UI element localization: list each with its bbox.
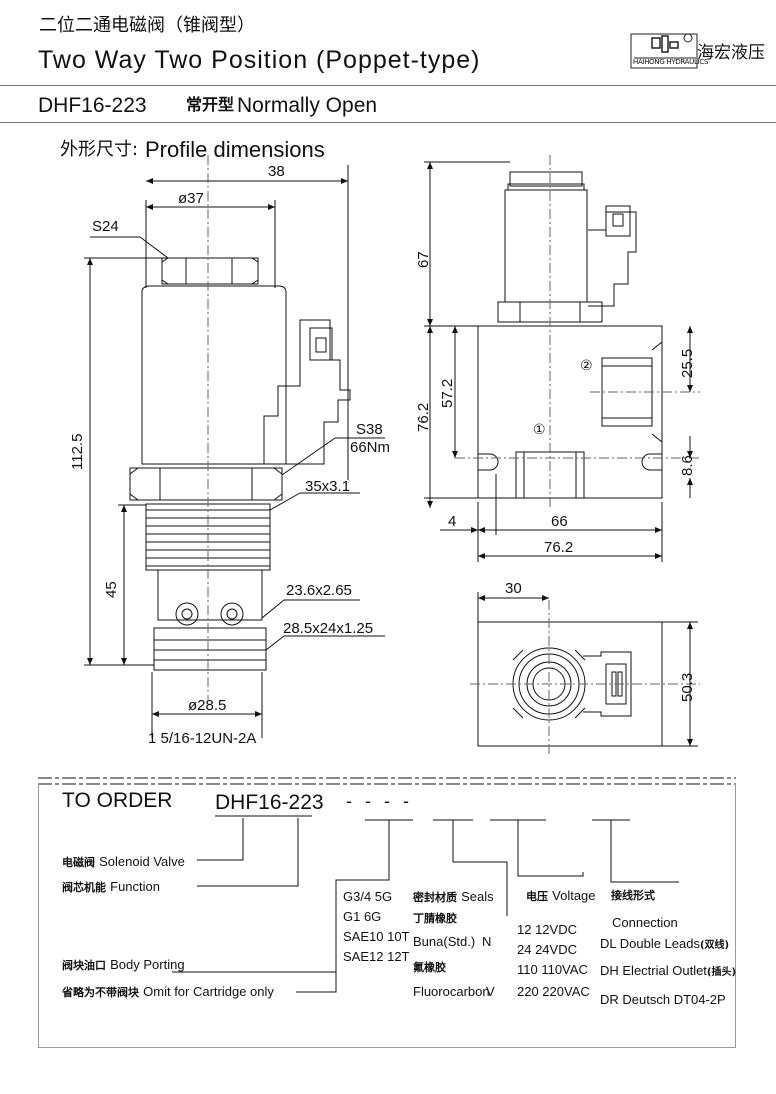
order-frame (38, 783, 736, 1048)
thread-spec: 1 5/16-12UN-2A (148, 730, 257, 747)
port-2-label: ② (580, 358, 593, 374)
dim-35x3-1: 35x3.1 (305, 478, 351, 495)
port-1-label: ① (533, 422, 546, 438)
connection-cn: 接线形式 (611, 889, 655, 902)
voltage-cn: 电压 (526, 890, 548, 903)
dim-76-2-vertical: 76.2 (415, 402, 432, 432)
dim-30: 30 (505, 580, 522, 597)
conn-dh-cn: (插头) (706, 967, 737, 978)
conn-dl-en: DL Double Leads (600, 936, 700, 951)
model-number: DHF16-223 (38, 94, 147, 117)
voltage-heading: 电压 Voltage (526, 889, 596, 903)
dim-38: 38 (268, 163, 285, 180)
port-option-1: G3/4 5G (343, 889, 393, 904)
dim-67: 67 (415, 251, 432, 268)
dim-50-3: 50.3 (679, 672, 696, 702)
title-cn: 二位二通电磁阀（锥阀型） (39, 15, 255, 36)
buna-code: N (482, 934, 492, 949)
voltage-option-4: 220 220VAC (517, 984, 590, 999)
order-segment-separators: - - - - (346, 791, 413, 811)
logo-text-en: HAIHONG HYDRAULICS (633, 58, 709, 66)
omit-en: Omit for Cartridge only (143, 984, 274, 999)
buna-en: Buna(Std.) (413, 934, 476, 949)
profile-label-en: Profile dimensions (145, 137, 325, 162)
port-option-2: G1 6G (343, 909, 382, 924)
dim-76-2-horizontal: 76.2 (544, 539, 574, 556)
dim-66nm: 66Nm (350, 439, 391, 456)
conn-dl: DL Double Leads(双线) (600, 937, 729, 951)
dim-57-2: 57.2 (439, 378, 456, 408)
dim-dia-28-5: ø28.5 (188, 697, 227, 714)
buna-cn: 丁腈橡胶 (413, 912, 457, 925)
function-cn: 阀芯机能 (62, 881, 106, 894)
company-logo: HAIHONG HYDRAULICS (630, 30, 708, 70)
dim-45: 45 (103, 581, 120, 598)
order-model: DHF16-223 (215, 791, 324, 814)
port-option-4: SAE12 12T (343, 949, 410, 964)
header-divider-bottom (0, 122, 776, 123)
body-porting-label: 阀块油口 Body Porting (62, 958, 185, 972)
conn-dl-cn: (双线) (699, 940, 730, 951)
function-label: 阀芯机能 Function (62, 880, 160, 894)
dim-s38: S38 (356, 421, 383, 438)
dim-dia-37: ø37 (178, 190, 204, 207)
dim-23-6x2-65: 23.6x2.65 (286, 582, 352, 599)
fluoro-code: V (486, 984, 495, 999)
dim-4: 4 (448, 513, 457, 530)
dim-112-5: 112.5 (69, 433, 86, 470)
profile-label-cn: 外形尺寸: (60, 139, 139, 160)
logo-text-cn: 海宏液压 (697, 43, 765, 63)
header-divider-top (0, 85, 776, 86)
voltage-en: Voltage (552, 888, 596, 903)
omit-cn: 省略为不带阀块 (62, 986, 139, 999)
dim-25-5: 25.5 (679, 348, 696, 378)
voltage-option-2: 24 24VDC (517, 942, 577, 957)
function-en: Function (110, 879, 161, 894)
seals-cn: 密封材质 (413, 891, 457, 904)
dim-8-6: 8.6 (679, 455, 696, 476)
porting-cn: 阀块油口 (62, 959, 106, 972)
voltage-option-1: 12 12VDC (517, 922, 577, 937)
voltage-option-3: 110 110VAC (517, 962, 588, 977)
conn-dh-en: DH Electrial Outlet (600, 963, 707, 978)
dim-28-5x24x1-25: 28.5x24x1.25 (283, 620, 374, 637)
solenoid-en: Solenoid Valve (99, 854, 185, 869)
port-option-3: SAE10 10T (343, 929, 410, 944)
type-en: Normally Open (237, 94, 378, 117)
dim-66: 66 (551, 513, 568, 530)
fluoro-en: Fluorocarbon (413, 984, 490, 999)
solenoid-cn: 电磁阀 (62, 856, 95, 869)
title-en: Two Way Two Position (Poppet-type) (38, 46, 481, 74)
seals-heading: 密封材质 Seals (413, 890, 494, 904)
seals-en: Seals (461, 889, 494, 904)
dim-s24: S24 (92, 218, 119, 235)
fluoro-cn: 氟橡胶 (413, 961, 446, 974)
porting-en: Body Porting (110, 957, 185, 972)
order-title: TO ORDER (62, 789, 173, 812)
type-cn: 常开型 (186, 95, 235, 114)
connection-en: Connection (612, 915, 678, 930)
conn-dh: DH Electrial Outlet(插头) (600, 964, 736, 978)
conn-dr: DR Deutsch DT04-2P (600, 992, 726, 1007)
omit-label: 省略为不带阀块 Omit for Cartridge only (62, 985, 274, 999)
solenoid-valve-label: 电磁阀 Solenoid Valve (62, 855, 185, 869)
